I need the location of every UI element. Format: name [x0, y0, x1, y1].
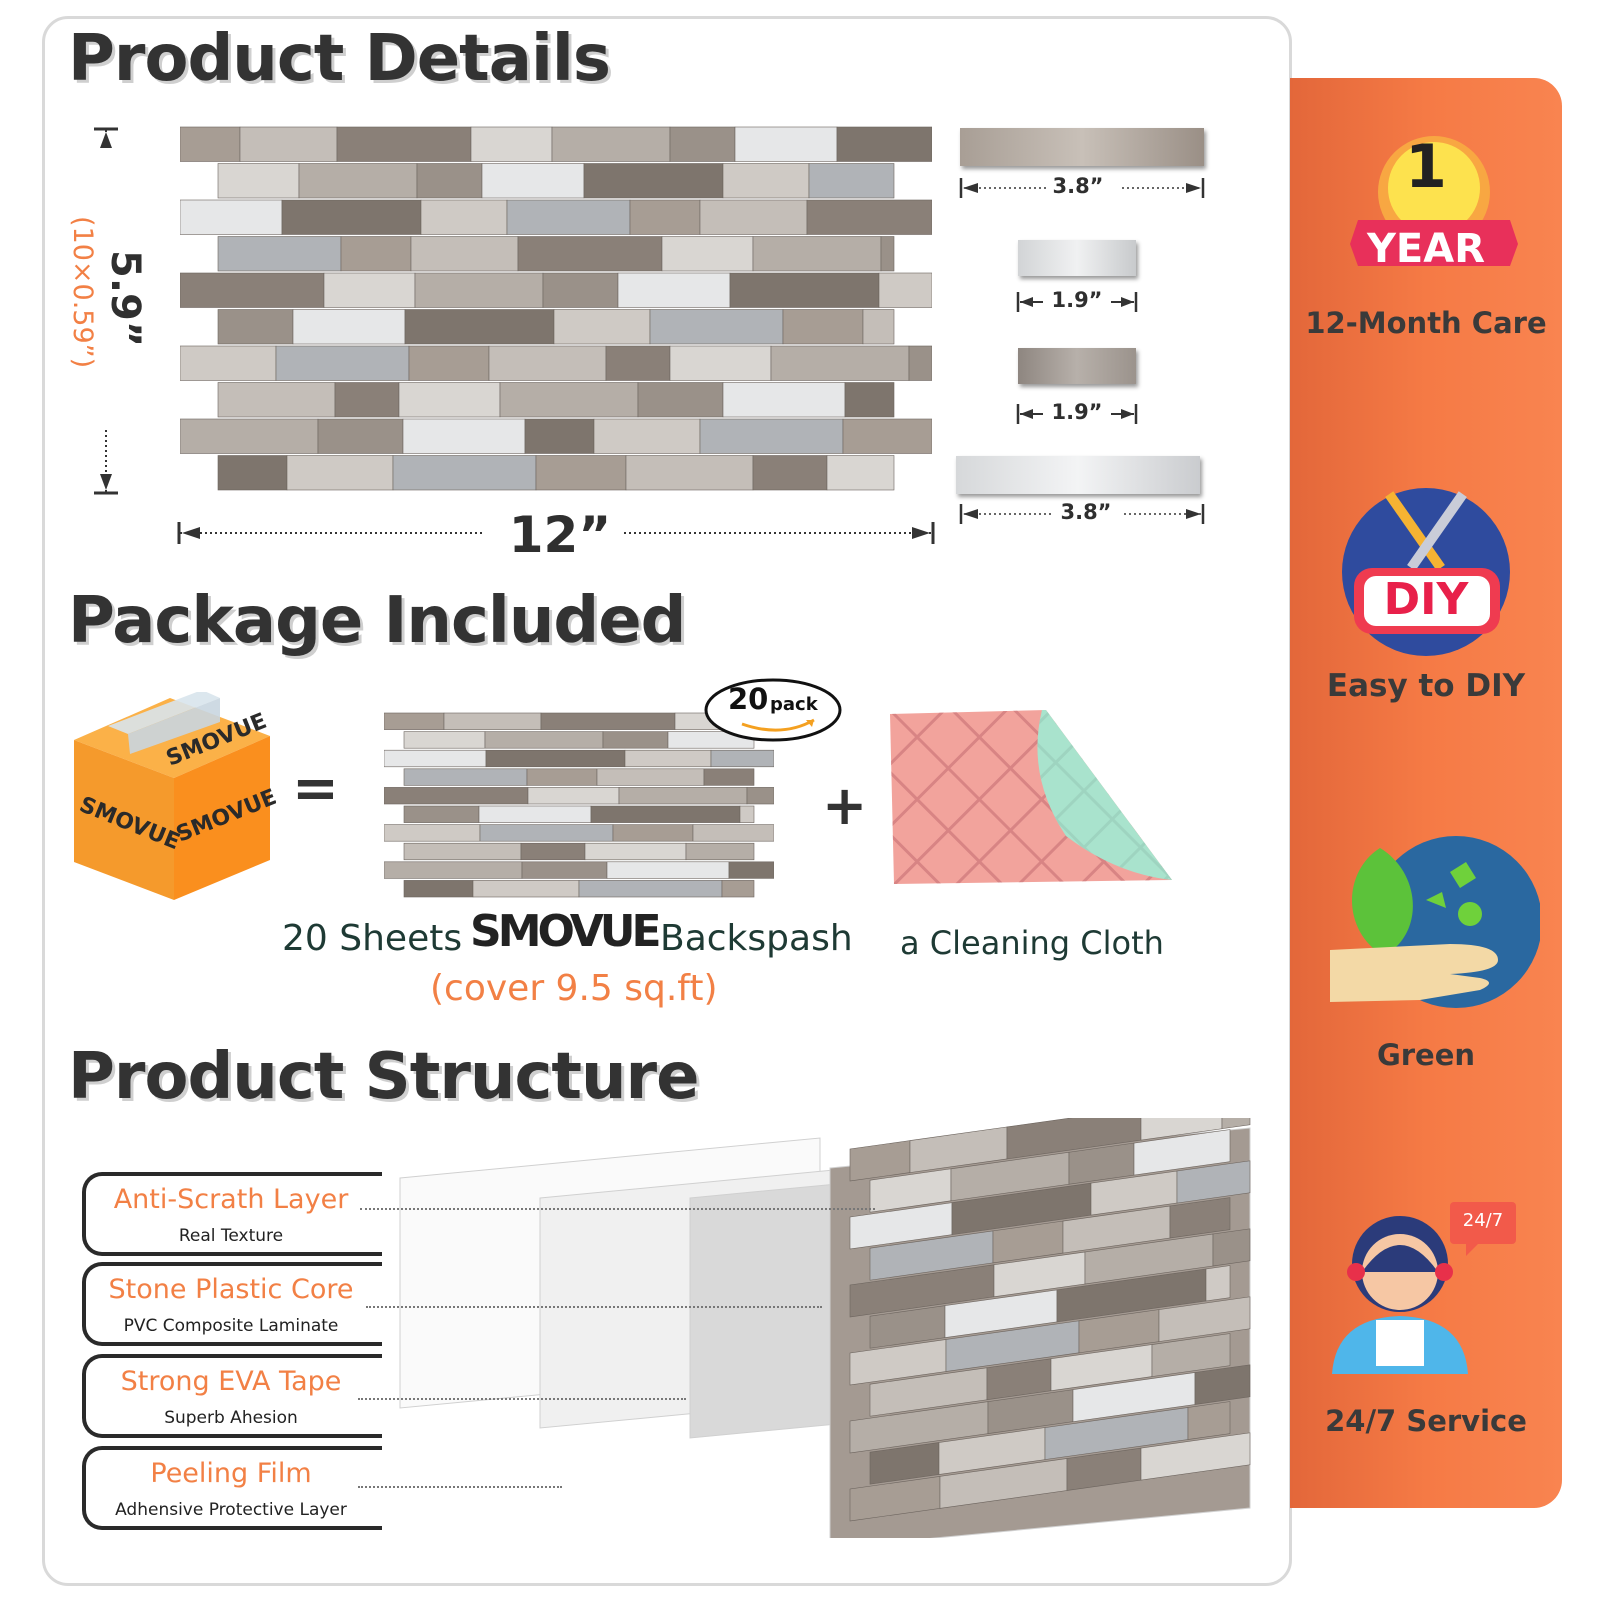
backsplash-text: Backspash	[660, 918, 853, 959]
one-year-warranty-icon	[1350, 136, 1518, 266]
product-structure-title: Product Structure	[68, 1040, 699, 1114]
layer-anti-scratch-subtitle: Real Texture	[178, 1226, 284, 1246]
leader-line-3	[358, 1398, 686, 1400]
pack-badge-text: pack	[770, 694, 818, 715]
service-badge-text: 24/7	[1462, 1210, 1504, 1231]
layer-core-subtitle: PVC Composite Laminate	[123, 1316, 339, 1336]
tile-sheet-image	[180, 126, 932, 491]
layer-eva-title: Strong EVA Tape	[120, 1366, 342, 1397]
equals-sign: =	[292, 756, 339, 821]
piece-sample-aluminum-long	[956, 456, 1200, 494]
width-dimension-arrow	[177, 522, 935, 544]
diy-label: Easy to DIY	[1326, 668, 1526, 704]
layer-anti-scratch-title: Anti-Scrath Layer	[113, 1184, 349, 1215]
layer-anti-scratch: Anti-Scrath Layer Real Texture	[82, 1172, 382, 1256]
piece-3-dimension	[1016, 404, 1138, 424]
leader-line-4	[358, 1486, 562, 1488]
layer-structure-diagram	[399, 1118, 1251, 1538]
shipping-box-icon: SMOVUE SMOVUE SMOVUE	[74, 692, 276, 900]
product-details-title: Product Details	[68, 22, 611, 96]
piece-2-dimension	[1016, 292, 1138, 312]
layer-peeling-film: Peeling Film Adhensive Protective Layer	[82, 1446, 382, 1530]
layer-film-subtitle: Adhensive Protective Layer	[115, 1500, 347, 1520]
pack-badge-number: 20	[728, 682, 769, 716]
height-detail-label: (10×0.59”)	[67, 216, 98, 369]
piece-1-dimension	[959, 178, 1205, 198]
pack-badge	[704, 678, 842, 742]
service-label: 24/7 Service	[1325, 1404, 1527, 1438]
layer-core-title: Stone Plastic Core	[108, 1274, 354, 1305]
coverage-text: (cover 9.5 sq.ft)	[430, 968, 718, 1009]
cleaning-cloth-text: a Cleaning Cloth	[900, 924, 1164, 962]
plus-sign: +	[822, 774, 868, 837]
layer-eva-subtitle: Superb Ahesion	[164, 1408, 298, 1428]
diy-badge-text: DIY	[1383, 574, 1469, 625]
layer-eva-tape: Strong EVA Tape Superb Ahesion	[82, 1354, 382, 1438]
height-label-backdrop	[60, 150, 170, 430]
piece-4-label: 3.8”	[1060, 500, 1112, 524]
piece-3-label: 1.9”	[1051, 400, 1103, 424]
leader-line-2	[366, 1306, 822, 1308]
sheets-count-text: 20 Sheets	[282, 918, 463, 959]
width-label: 12”	[508, 506, 612, 564]
layer-stone-plastic-core: Stone Plastic Core PVC Composite Laminat…	[82, 1262, 382, 1346]
package-included-title: Package Included	[68, 584, 686, 658]
piece-sample-aluminum-short	[1018, 240, 1136, 276]
package-tile-image	[384, 712, 774, 898]
height-label: 5.9”	[102, 250, 148, 348]
piece-sample-wood-long	[960, 128, 1204, 166]
piece-4-dimension	[959, 504, 1205, 524]
warranty-number: 1	[1405, 132, 1447, 202]
green-eco-icon	[1330, 836, 1540, 1008]
diy-tools-icon	[1342, 488, 1510, 656]
piece-sample-wood-short	[1018, 348, 1136, 384]
green-label: Green	[1376, 1038, 1476, 1072]
brand-logo: SMOVUE	[470, 906, 662, 957]
customer-service-icon	[1332, 1202, 1516, 1374]
feature-sidebar: 1 YEAR 12-Month Care DIY Easy to DIY Gre…	[1290, 78, 1562, 1508]
cleaning-cloth-image	[890, 710, 1172, 884]
warranty-year: YEAR	[1366, 226, 1486, 272]
layer-film-title: Peeling Film	[150, 1458, 312, 1489]
piece-1-label: 3.8”	[1052, 174, 1104, 198]
leader-line-1	[360, 1208, 875, 1210]
warranty-label: 12-Month Care	[1305, 306, 1547, 340]
piece-2-label: 1.9”	[1051, 288, 1103, 312]
